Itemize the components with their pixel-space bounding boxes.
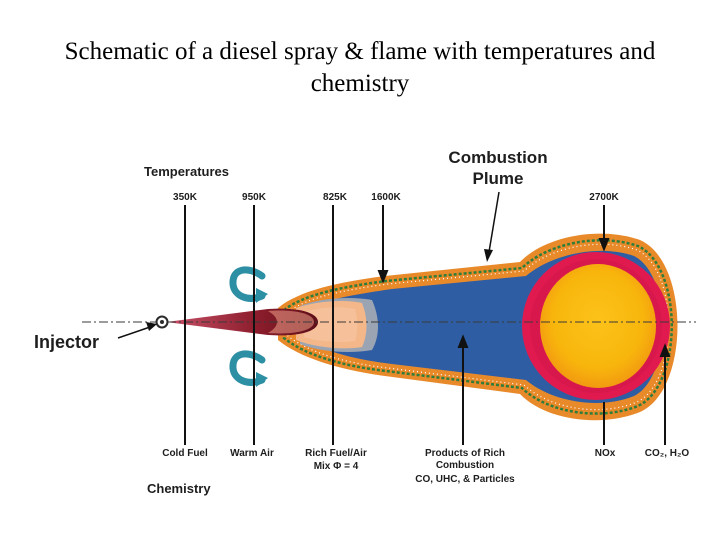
- chem-label-rich-mix-2: Mix Φ = 4: [314, 461, 359, 472]
- temp-label-warm-air: 950K: [242, 192, 267, 203]
- chem-label-products-3: CO, UHC, & Particles: [415, 474, 515, 485]
- flame-boundary: [282, 239, 673, 415]
- plume-label-line2: Plume: [472, 169, 523, 188]
- chem-label-cold-fuel: Cold Fuel: [162, 448, 208, 459]
- hot-products-core: [540, 264, 656, 388]
- temp-label-rich-mix: 825K: [323, 192, 348, 203]
- indicator-lines: [184, 205, 671, 445]
- plume-label-line1: Combustion: [448, 148, 547, 167]
- combustion-plume: [166, 233, 678, 421]
- chem-label-products-1: Products of Rich: [425, 448, 505, 459]
- temp-label-cold-fuel: 350K: [173, 192, 198, 203]
- chemistry-heading: Chemistry: [147, 481, 211, 496]
- flame-outline: [287, 243, 669, 411]
- chem-label-nox: NOx: [595, 448, 616, 459]
- temperatures-heading: Temperatures: [144, 164, 229, 179]
- warm-air-entrainment-icon: [229, 266, 268, 387]
- slide-title: Schematic of a diesel spray & flame with…: [64, 38, 656, 97]
- chem-label-products-2: Combustion: [436, 460, 494, 471]
- chem-label-warm-air: Warm Air: [230, 448, 274, 459]
- chem-label-rich-mix-1: Rich Fuel/Air: [305, 448, 367, 459]
- injector-nozzle: [155, 315, 169, 329]
- plume-pointer-arrow: [484, 191, 500, 262]
- injector-label: Injector: [34, 332, 99, 352]
- injector-pointer-arrow: [117, 322, 157, 339]
- temp-label-products: 1600K: [371, 192, 401, 203]
- temp-label-flame: 2700K: [589, 192, 619, 203]
- chem-label-co2-h2o: CO₂, H₂O: [645, 448, 690, 459]
